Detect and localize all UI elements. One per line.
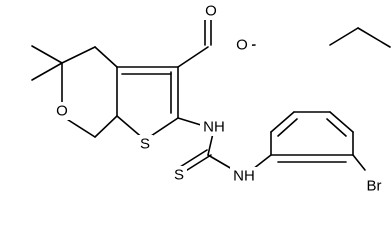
bond-ar-br (352, 154, 366, 171)
atom-nh-lower: NH (233, 168, 255, 185)
structure-svg: O O O S NH S NH Br (31, 2, 391, 195)
bond-ethyl-ch3 (357, 27, 391, 48)
molecule-diagram: O O O S NH S NH Br (31, 2, 391, 195)
atom-o-carbonyl: O (205, 3, 217, 20)
bond-c-s-thione-b (179, 149, 208, 168)
bond-c5-methyl-down (31, 62, 63, 81)
atom-s-thione: S (174, 167, 184, 184)
bond-ar2-ar3-inner (277, 118, 298, 137)
bond-c5-methyl-up (31, 45, 63, 64)
atom-s-thiophene: S (140, 136, 150, 153)
bond-c3a-c4 (94, 46, 118, 68)
bond-ar4-ar5 (329, 111, 354, 133)
bond-c-s-thione-a (183, 154, 212, 173)
atom-o-pyran: O (56, 103, 68, 120)
bond-c7-c7a (94, 115, 118, 138)
atom-nh-upper: NH (203, 119, 225, 136)
atom-o-ester: O (236, 37, 248, 54)
bond-c4-c5 (61, 46, 96, 64)
atom-br: Br (367, 178, 382, 195)
bond-ethyl-ch2-o (329, 27, 359, 46)
bond-ester-to-ring (177, 46, 209, 68)
bond-ar4-ar5-inner (326, 118, 347, 137)
bond-ar2-ar3 (270, 111, 295, 133)
